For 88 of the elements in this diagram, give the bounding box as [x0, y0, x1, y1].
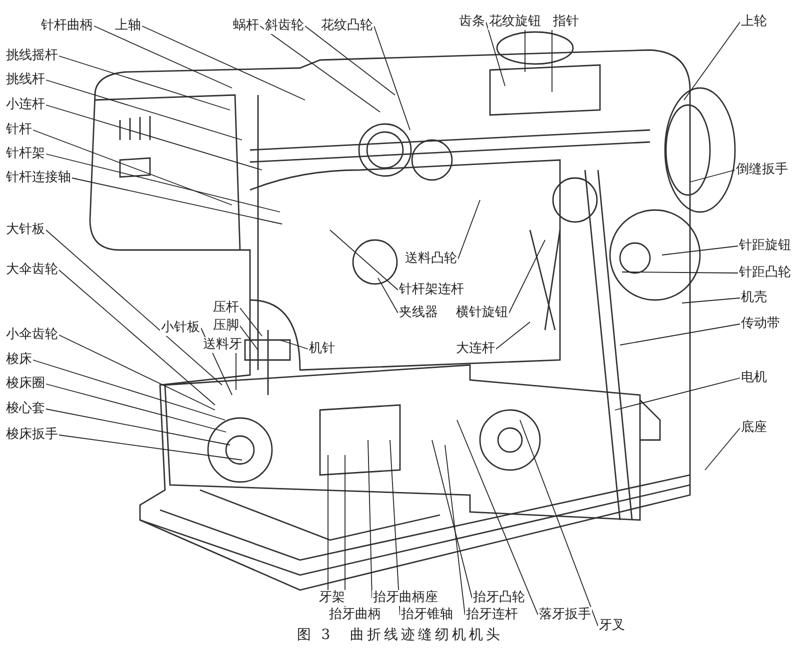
leader-line [240, 308, 262, 336]
leader-line [260, 26, 380, 112]
part-label: 梭床扳手 [5, 427, 59, 443]
part-label: 梭心套 [5, 401, 46, 417]
leader-line [432, 440, 472, 598]
part-label: 送料牙 [202, 337, 243, 353]
part-label: 抬牙锥轴 [400, 607, 454, 623]
leader-line [622, 272, 738, 274]
part-label: 压脚 [212, 318, 240, 334]
part-label: 花纹凸轮 [320, 18, 374, 34]
part-label: 小针板 [160, 320, 201, 336]
leader-line [458, 200, 480, 260]
part-label: 挑线杆 [5, 72, 46, 88]
part-label: 机壳 [740, 290, 768, 306]
part-label: 针杆 [5, 122, 33, 138]
part-label: 小连杆 [5, 97, 46, 113]
part-label: 挑线摇杆 [5, 48, 59, 64]
part-label: 指针 [552, 14, 580, 30]
part-label: 落牙扳手 [538, 607, 592, 623]
part-label: 齿条 [458, 14, 486, 30]
leader-line [280, 340, 308, 350]
leader-line [620, 324, 740, 346]
part-label: 大连杆 [455, 341, 496, 357]
part-label: 针距凸轮 [738, 265, 792, 281]
leader-line [344, 454, 346, 608]
leader-line [330, 230, 398, 290]
leader-line [614, 378, 740, 410]
leader-line [32, 130, 232, 206]
part-label: 上轴 [114, 18, 142, 34]
part-label: 梭床圈 [5, 376, 46, 392]
part-label: 底座 [740, 420, 768, 436]
leader-line [46, 408, 230, 446]
part-label: 针杆架连杆 [398, 282, 465, 298]
part-label: 小伞齿轮 [5, 327, 59, 343]
leader-line [444, 444, 466, 616]
part-label: 抬牙曲柄座 [372, 590, 439, 606]
leader-line [72, 178, 282, 224]
part-label: 针距旋钮 [738, 238, 792, 254]
part-label: 抬牙凸轮 [472, 590, 526, 606]
leader-line [520, 420, 598, 626]
leader-line [378, 278, 398, 314]
leader-line [682, 298, 740, 304]
leader-line [508, 240, 546, 314]
leader-line [46, 104, 262, 170]
leader-line [374, 26, 410, 130]
leader-line [704, 428, 740, 470]
part-label: 压杆 [212, 300, 240, 316]
leader-line [46, 154, 280, 212]
leader-line [684, 22, 740, 100]
leader-line [94, 26, 232, 88]
part-label: 上轮 [740, 14, 768, 30]
leader-line [58, 334, 216, 410]
part-label: 针杆连接轴 [5, 170, 72, 186]
leader-line [368, 440, 372, 598]
leader-line [142, 26, 306, 100]
leader-line [32, 360, 226, 420]
part-label: 牙叉 [598, 618, 626, 634]
part-label: 送料凸轮 [404, 251, 458, 267]
leader-line [524, 30, 526, 72]
leader-line [662, 246, 738, 256]
leader-line [46, 384, 226, 432]
leader-line [46, 230, 222, 386]
part-label: 大针板 [5, 222, 46, 238]
part-label: 牙架 [318, 590, 346, 606]
leader-line [390, 440, 400, 616]
leader-line [58, 270, 216, 406]
part-label: 机针 [308, 341, 336, 357]
part-label: 抬牙连杆 [465, 607, 519, 623]
part-label: 抬牙曲柄 [328, 607, 382, 623]
part-label: 倒缝扳手 [735, 162, 789, 178]
leader-line [496, 322, 530, 350]
part-label: 斜齿轮 [264, 18, 305, 34]
leader-line [58, 56, 230, 110]
part-label: 针杆曲柄 [40, 18, 94, 34]
leader-line [46, 80, 242, 140]
part-label: 夹线器 [398, 305, 439, 321]
leader-line [304, 26, 396, 96]
part-label: 蜗杆 [232, 18, 260, 34]
leader-line [690, 170, 736, 182]
leader-line [240, 326, 258, 350]
leader-line [456, 420, 538, 616]
part-label: 传动带 [740, 316, 781, 332]
part-label: 横针旋钮 [455, 305, 509, 321]
leader-line [58, 434, 242, 460]
leader-line [486, 22, 506, 86]
part-label: 针杆架 [5, 146, 46, 162]
part-label: 大伞齿轮 [5, 262, 59, 278]
part-label: 花纹旋钮 [488, 14, 542, 30]
